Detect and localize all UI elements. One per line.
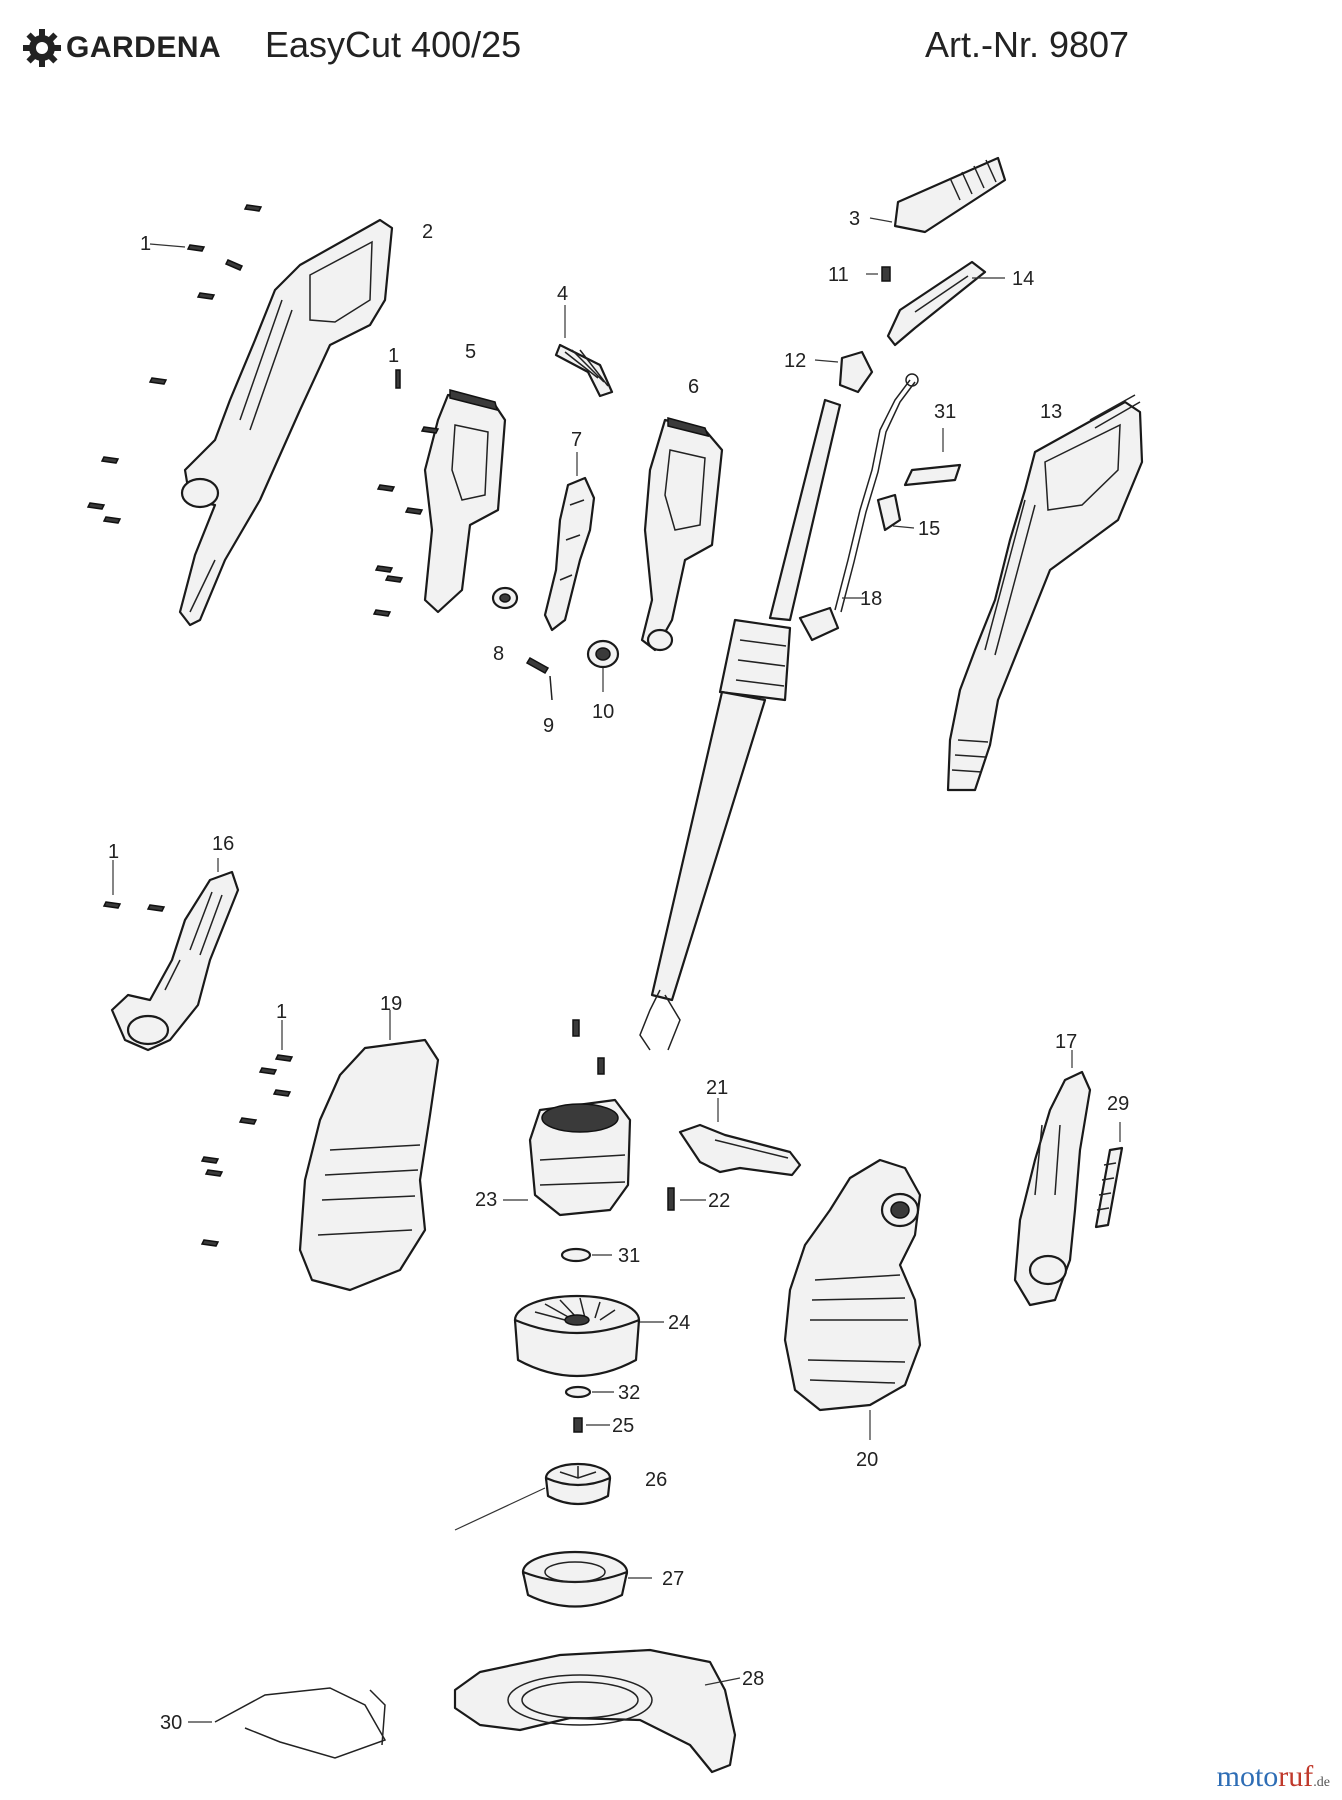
label-part-6: 6 (688, 376, 699, 398)
part-20-motor-housing-right (783, 1158, 922, 1440)
part-19-motor-housing-left (298, 1010, 440, 1292)
label-part-23: 23 (475, 1189, 497, 1211)
label-part-5: 5 (465, 341, 476, 363)
label-part-31-top: 31 (934, 401, 956, 423)
label-part-1-lower: 1 (276, 1001, 287, 1023)
label-part-22: 22 (708, 1190, 730, 1212)
motor-connectors (572, 1019, 605, 1075)
label-part-16: 16 (212, 833, 234, 855)
label-part-31-bottom: 31 (618, 1245, 640, 1267)
part-30-wire-guard (188, 1687, 387, 1759)
label-part-1-top: 1 (140, 233, 151, 255)
screws-group-19 (200, 1020, 294, 1247)
part-12-switch (814, 350, 874, 394)
label-part-21: 21 (706, 1077, 728, 1099)
part-1-screw (395, 369, 401, 389)
label-part-26: 26 (645, 1469, 667, 1491)
part-16-housing-strip (110, 858, 240, 1052)
screws-group-16 (102, 860, 166, 912)
label-part-10: 10 (592, 701, 614, 723)
label-part-32: 32 (618, 1382, 640, 1404)
exploded-parts-diagram: 2 1 1 5 4 7 (86, 156, 1144, 1774)
part-32-washer (564, 1385, 614, 1399)
part-8-nut (491, 586, 519, 610)
part-18-cable (798, 373, 919, 642)
label-part-4: 4 (557, 283, 568, 305)
label-part-28: 28 (742, 1668, 764, 1690)
label-part-19: 19 (380, 993, 402, 1015)
label-part-24: 24 (668, 1312, 690, 1334)
label-part-13: 13 (1040, 401, 1062, 423)
article-number: Art.-Nr. 9807 (925, 24, 1130, 65)
part-27-spool-cover (521, 1550, 652, 1608)
brand-name: GARDENA (66, 31, 222, 64)
label-part-20: 20 (856, 1449, 878, 1471)
part-6-grip-half (640, 417, 724, 652)
label-part-15: 15 (918, 518, 940, 540)
label-part-27: 27 (662, 1568, 684, 1590)
part-31-label-sticker (903, 428, 962, 487)
part-28-guard (453, 1648, 741, 1774)
screws-group-2 (86, 204, 263, 524)
part-14-switch-cover (886, 260, 1005, 347)
part-3-cover (869, 156, 1007, 234)
part-15-lock-button (876, 493, 915, 532)
part-31-washer (560, 1247, 612, 1263)
gardena-gear-icon (23, 29, 61, 67)
part-4-grip-cover (554, 305, 614, 398)
label-part-9: 9 (543, 715, 554, 737)
part-23-motor (503, 1098, 632, 1217)
motoruf-watermark: motoruf.de (1217, 1760, 1330, 1794)
label-part-18: 18 (860, 588, 882, 610)
part-26-spool (454, 1462, 612, 1531)
watermark-domain: .de (1313, 1775, 1330, 1790)
label-part-3: 3 (849, 208, 860, 230)
label-part-1-left: 1 (108, 841, 119, 863)
part-7-trigger (543, 452, 596, 632)
label-part-7: 7 (571, 429, 582, 451)
label-part-29: 29 (1107, 1093, 1129, 1115)
part-13-handle-right (946, 394, 1144, 792)
part-21-switch-lever (678, 1098, 802, 1177)
part-11-clip (866, 266, 891, 282)
central-tube (639, 398, 842, 1051)
watermark-part-a: moto (1216, 1760, 1279, 1793)
part-25-pin (573, 1417, 610, 1433)
model-name: EasyCut 400/25 (265, 24, 522, 65)
label-part-12: 12 (784, 350, 806, 372)
label-part-25: 25 (612, 1415, 634, 1437)
part-5-grip-half (423, 389, 507, 614)
part-2-handle-left (178, 218, 394, 627)
header: GARDENA EasyCut 400/25 Art.-Nr. 9807 (0, 0, 1342, 90)
screws-group-5 (372, 426, 440, 617)
label-part-1-mid: 1 (388, 345, 399, 367)
label-part-14: 14 (1012, 268, 1034, 290)
part-24-fan (513, 1294, 664, 1378)
part-10-knob (586, 639, 620, 692)
label-part-11: 11 (828, 264, 849, 286)
part-17-housing-strip-right (1013, 1050, 1092, 1307)
part-22-spring (667, 1187, 706, 1211)
label-part-8: 8 (493, 643, 504, 665)
label-part-17: 17 (1055, 1031, 1077, 1053)
gardena-logo: GARDENA (22, 28, 221, 68)
part-29-spring-rod (1094, 1122, 1124, 1229)
watermark-part-b: ruf (1278, 1760, 1314, 1793)
label-part-30: 30 (160, 1712, 182, 1734)
label-part-2: 2 (422, 221, 433, 243)
part-9-spring (525, 656, 553, 701)
